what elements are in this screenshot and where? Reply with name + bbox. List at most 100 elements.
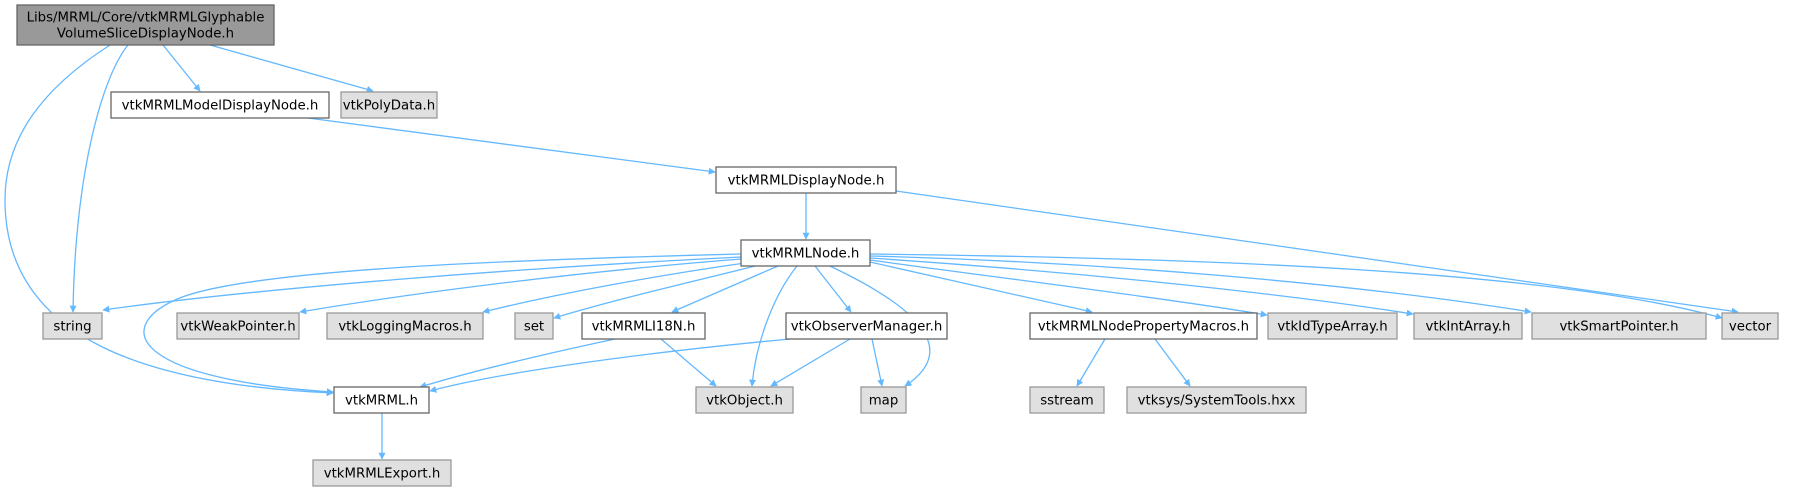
node-object: vtkObject.h — [695, 386, 794, 414]
edge-mrmlnode-to-i18n — [671, 265, 779, 313]
edge-propertymacros-to-systemtools — [1154, 338, 1191, 387]
edge-arrow-line — [102, 256, 742, 313]
node-label: vtkMRMLNodePropertyMacros.h — [1038, 320, 1249, 335]
node-box — [340, 91, 438, 119]
edge-modeldisplay-to-displaynode — [307, 117, 716, 175]
node-box — [860, 386, 907, 414]
node-label: vector — [1729, 320, 1772, 335]
node-label: Libs/MRML/Core/vtkMRMLGlyphable — [27, 11, 265, 26]
node-loggingmacros: vtkLoggingMacros.h — [326, 312, 484, 340]
node-box — [514, 312, 554, 340]
edge-arrow-line — [429, 338, 791, 393]
node-label: vtksys/SystemTools.hxx — [1138, 394, 1296, 409]
edge-mrmlnode-to-weakpointer — [299, 258, 742, 315]
node-idtypearray: vtkIdTypeArray.h — [1267, 312, 1398, 340]
node-label: vtkMRML.h — [345, 394, 418, 409]
edge-arrow-line — [143, 253, 742, 396]
edge-arrow-line — [307, 117, 716, 175]
edge-root-to-modeldisplay — [162, 44, 201, 92]
node-box — [110, 91, 330, 119]
node-weakpointer: vtkWeakPointer.h — [176, 312, 300, 340]
node-label: string — [53, 320, 91, 335]
node-box — [176, 312, 300, 340]
node-label: sstream — [1040, 394, 1094, 409]
edge-mrmlnode-to-vector — [869, 253, 1723, 320]
edge-observermanager-to-mrml — [429, 338, 791, 393]
node-box — [326, 312, 484, 340]
node-label: vtkObject.h — [706, 394, 783, 409]
edge-arrow-line — [1154, 338, 1191, 387]
edge-displaynode-to-vector — [895, 190, 1739, 315]
node-box — [715, 166, 897, 194]
node-box — [312, 459, 452, 487]
node-label: set — [524, 320, 544, 335]
node-label: vtkLoggingMacros.h — [338, 320, 471, 335]
node-polydata: vtkPolyData.h — [340, 91, 438, 119]
node-label: vtkMRMLI18N.h — [592, 320, 696, 335]
edge-arrow-line — [299, 258, 742, 315]
edge-arrow-line — [4, 44, 334, 397]
node-sstream: sstream — [1029, 386, 1105, 414]
node-label: vtkPolyData.h — [343, 99, 435, 114]
edge-observermanager-to-object — [770, 338, 851, 387]
edge-arrow-line — [895, 190, 1739, 315]
node-mrmlnode[interactable]: vtkMRMLNode.h — [740, 239, 871, 267]
node-label: vtkIdTypeArray.h — [1277, 320, 1387, 335]
edge-arrow-line — [869, 255, 1532, 315]
node-box — [16, 4, 275, 46]
node-modeldisplay[interactable]: vtkMRMLModelDisplayNode.h — [110, 91, 330, 119]
edge-root-to-mrml — [4, 44, 334, 397]
node-box — [785, 312, 948, 340]
node-smartpointer: vtkSmartPointer.h — [1531, 312, 1707, 340]
edge-arrow-line — [871, 338, 885, 387]
node-mrmlexport: vtkMRMLExport.h — [312, 459, 452, 487]
node-box — [1531, 312, 1707, 340]
node-box — [695, 386, 794, 414]
edge-arrow-line — [209, 44, 374, 93]
edge-i18n-to-object — [660, 338, 717, 387]
edges-layer — [4, 44, 1739, 460]
nodes-layer: Libs/MRML/Core/vtkMRMLGlyphableVolumeSli… — [16, 4, 1779, 487]
node-box — [42, 312, 103, 340]
node-box — [1267, 312, 1398, 340]
edge-i18n-to-mrml — [419, 338, 616, 389]
edge-arrow-line — [482, 262, 746, 314]
edge-root-to-string — [69, 44, 129, 313]
edge-arrow-line — [869, 259, 1268, 318]
node-label: vtkObserverManager.h — [791, 320, 943, 335]
node-label: vtkIntArray.h — [1426, 320, 1511, 335]
edge-mrmlnode-to-mrml — [143, 253, 742, 396]
node-observermanager[interactable]: vtkObserverManager.h — [785, 312, 948, 340]
edge-root-to-polydata — [209, 44, 374, 93]
node-box — [581, 312, 706, 340]
node-box — [1721, 312, 1779, 340]
node-vector: vector — [1721, 312, 1779, 340]
node-label: vtkSmartPointer.h — [1559, 320, 1678, 335]
edge-mrmlnode-to-propertymacros — [869, 261, 1093, 315]
node-root[interactable]: Libs/MRML/Core/vtkMRMLGlyphableVolumeSli… — [16, 4, 275, 46]
node-intarray: vtkIntArray.h — [1413, 312, 1523, 340]
edge-observermanager-to-map — [871, 338, 885, 387]
node-mrml[interactable]: vtkMRML.h — [333, 386, 430, 414]
node-label: vtkMRMLDisplayNode.h — [728, 174, 885, 189]
node-propertymacros[interactable]: vtkMRMLNodePropertyMacros.h — [1029, 312, 1258, 340]
edge-arrow-line — [162, 44, 201, 92]
edge-arrow-line — [660, 338, 717, 387]
node-label: vtkMRMLModelDisplayNode.h — [122, 99, 319, 114]
edge-mrmlnode-to-object — [749, 265, 798, 387]
edge-mrmlnode-to-smartpointer — [869, 255, 1532, 315]
edge-arrow-line — [671, 265, 779, 313]
node-map: map — [860, 386, 907, 414]
edge-arrow-line — [814, 265, 852, 313]
edge-arrow-line — [1076, 338, 1106, 387]
node-i18n[interactable]: vtkMRMLI18N.h — [581, 312, 706, 340]
edge-arrow-line — [749, 265, 798, 387]
node-box — [1029, 312, 1258, 340]
edge-arrow-line — [869, 253, 1723, 320]
edge-mrmlnode-to-idtypearray — [869, 259, 1268, 318]
node-box — [333, 386, 430, 414]
edge-mrmlnode-to-loggingmacros — [482, 262, 746, 314]
node-displaynode[interactable]: vtkMRMLDisplayNode.h — [715, 166, 897, 194]
node-label: vtkMRMLNode.h — [752, 247, 860, 262]
